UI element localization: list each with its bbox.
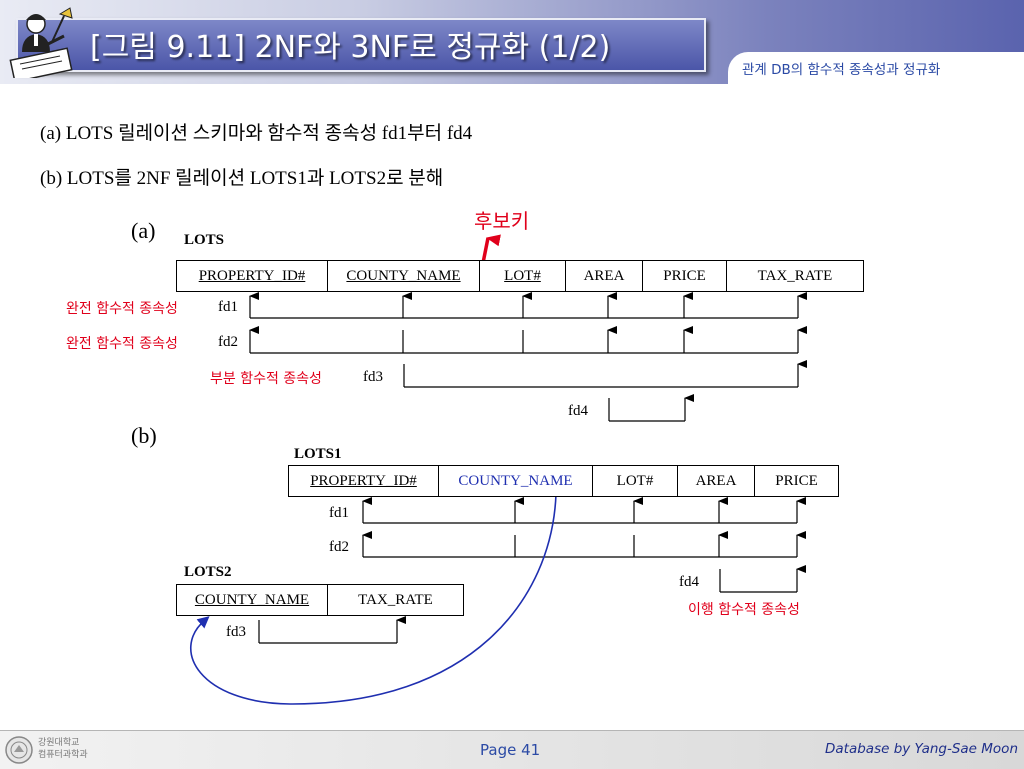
fd1-note: 완전 함수적 종속성 xyxy=(66,301,178,317)
candidate-key-label: 후보키 xyxy=(474,209,530,233)
title-box xyxy=(16,18,706,72)
diagram-a-label: (a) xyxy=(131,218,156,243)
header-bar: [그림 9.11] 2NF와 3NF로 정규화 (1/2) 관계 DB의 함수적… xyxy=(0,0,1024,84)
fd1-lines xyxy=(249,292,807,319)
diagram-b-label: (b) xyxy=(131,423,157,448)
lots-attr-property-id: PROPERTY_ID# xyxy=(177,261,328,291)
footer-author: Database by Yang-Sae Moon xyxy=(825,741,1018,757)
lots1-fd2-lines xyxy=(362,531,806,558)
lots1-attr-county-name: COUNTY_NAME xyxy=(439,466,593,496)
lots-attr-price: PRICE xyxy=(643,261,727,291)
lots-attr-tax-rate: TAX_RATE xyxy=(757,268,833,284)
lots1-table: PROPERTY_ID# COUNTY_NAME LOT# AREA PRICE xyxy=(288,465,839,497)
footer-organization: 강원대학교 컴퓨터과학과 xyxy=(38,737,106,761)
fd2-label: fd2 xyxy=(218,334,238,350)
lots1-attr-price: PRICE xyxy=(775,473,818,489)
footer-org-line1: 강원대학교 xyxy=(38,738,80,748)
bullet-a: (a) LOTS 릴레이션 스키마와 함수적 종속성 fd1부터 fd4 xyxy=(40,123,473,144)
page-number: Page 41 xyxy=(480,741,541,759)
lots1-relation-name: LOTS1 xyxy=(294,446,342,462)
lots-attr-area: AREA xyxy=(566,261,643,291)
university-seal-icon xyxy=(5,736,33,764)
lots1-fd2-label: fd2 xyxy=(329,539,349,555)
lots2-table: COUNTY_NAME TAX_RATE xyxy=(176,584,464,616)
fd3-lines xyxy=(403,360,807,388)
lots2-fd3-lines xyxy=(258,616,406,644)
fd4-transitive-note: 이행 함수적 종속성 xyxy=(688,602,800,618)
lots1-fd4-lines xyxy=(719,565,806,593)
teacher-icon xyxy=(9,7,73,78)
lots-attr-county-name: COUNTY_NAME xyxy=(328,261,480,291)
fd3-note: 부분 함수적 종속성 xyxy=(210,371,322,387)
lots1-fd1-lines xyxy=(362,497,806,524)
fd2-note: 완전 함수적 종속성 xyxy=(66,336,178,352)
footer-bar: 강원대학교 컴퓨터과학과 Page 41 Database by Yang-Sa… xyxy=(0,730,1024,769)
lots1-attr-property-id: PROPERTY_ID# xyxy=(289,466,439,496)
decomposition-arrow xyxy=(189,493,557,705)
lots-attr-lot: LOT# xyxy=(480,261,566,291)
lots2-relation-name: LOTS2 xyxy=(184,564,232,580)
page-title: [그림 9.11] 2NF와 3NF로 정규화 (1/2) xyxy=(90,30,611,65)
lots-relation-name: LOTS xyxy=(184,232,225,248)
lots1-attr-lot: LOT# xyxy=(593,466,678,496)
footer-org-line2: 컴퓨터과학과 xyxy=(38,750,88,760)
lots2-attr-tax-rate: TAX_RATE xyxy=(358,592,433,608)
lots2-attr-county-name: COUNTY_NAME xyxy=(177,585,328,615)
lots2-fd3-label: fd3 xyxy=(226,624,246,640)
lots1-attr-area: AREA xyxy=(678,466,755,496)
fd1-label: fd1 xyxy=(218,299,238,315)
subtitle-tab xyxy=(728,52,1024,84)
fd3-label: fd3 xyxy=(363,369,383,385)
bullet-b: (b) LOTS를 2NF 릴레이션 LOTS1과 LOTS2로 분해 xyxy=(40,168,444,189)
lots1-fd4-label: fd4 xyxy=(679,574,699,590)
fd4-label: fd4 xyxy=(568,403,588,419)
section-subtitle: 관계 DB의 함수적 종속성과 정규화 xyxy=(742,62,941,78)
lots-table: PROPERTY_ID# COUNTY_NAME LOT# AREA PRICE… xyxy=(176,260,864,292)
fd2-lines xyxy=(249,326,807,354)
fd4-lines xyxy=(608,394,694,422)
lots1-fd1-label: fd1 xyxy=(329,505,349,521)
